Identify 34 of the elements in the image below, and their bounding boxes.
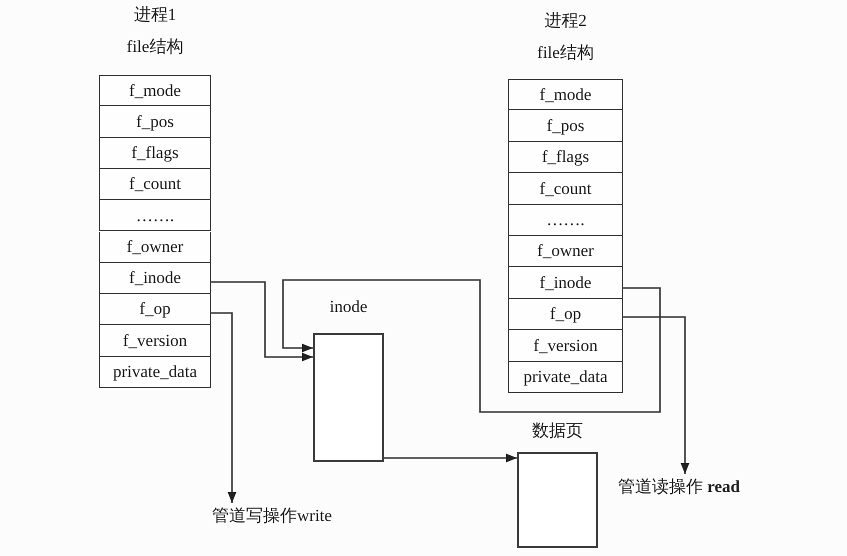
connector-arrow [211, 312, 236, 503]
struct-field: f_count [99, 168, 211, 200]
operation-label: 管道写操作write [212, 503, 382, 529]
struct-field: f_mode [508, 79, 623, 110]
struct-heading: 进程2 [544, 10, 587, 32]
struct-field: ……. [508, 204, 623, 236]
struct-field: private_data [99, 356, 211, 388]
block-label: inode [330, 296, 368, 318]
struct-field: ……. [99, 200, 211, 232]
struct-field: f_op [99, 294, 211, 326]
struct-heading: file结构 [537, 42, 594, 64]
struct-field: f_mode [99, 75, 211, 106]
connector-arrow [211, 281, 313, 362]
struct-field: f_op [508, 298, 623, 330]
connector-arrow [282, 279, 661, 413]
struct-field: f_flags [99, 138, 211, 169]
struct-heading: file结构 [126, 36, 184, 58]
struct-field: f_count [508, 173, 623, 205]
operation-label: 管道读操作 read [618, 474, 790, 500]
struct-field: f_owner [508, 236, 623, 268]
block-label: 数据页 [532, 420, 583, 442]
struct-field: f_flags [508, 142, 623, 174]
struct-field: f_inode [508, 267, 623, 299]
memory-block [517, 420, 598, 548]
struct-field: f_inode [99, 262, 211, 294]
struct-field: f_owner [99, 232, 211, 263]
struct-field: f_version [99, 325, 211, 357]
struct-field: private_data [508, 362, 623, 393]
struct-field: f_pos [99, 106, 211, 138]
struct-field: f_pos [508, 110, 623, 142]
struct-heading: 进程1 [134, 4, 176, 26]
connector-arrow [623, 316, 690, 474]
struct-field: f_version [508, 330, 623, 362]
connector-arrow [384, 454, 517, 462]
